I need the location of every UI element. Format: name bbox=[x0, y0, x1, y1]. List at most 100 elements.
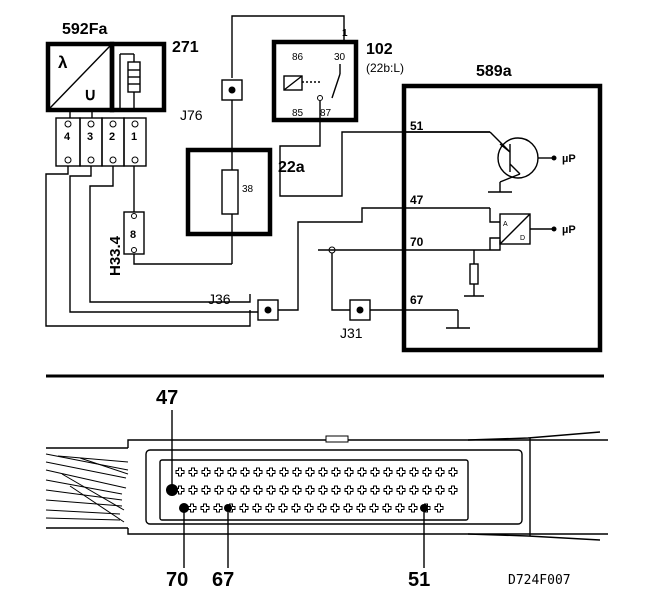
pin-cavity bbox=[188, 467, 198, 477]
pin-cavity bbox=[227, 485, 237, 495]
pin-cavity bbox=[292, 467, 302, 477]
pin-cavity bbox=[448, 467, 458, 477]
fuse-icon bbox=[221, 169, 239, 215]
pin-cavity bbox=[266, 485, 276, 495]
pin-cavity bbox=[318, 485, 328, 495]
pin-cavity bbox=[317, 503, 327, 513]
pin-cavity bbox=[344, 467, 354, 477]
pin-cavity bbox=[369, 503, 379, 513]
pin-cavity bbox=[175, 485, 185, 495]
pin-cavity bbox=[292, 485, 302, 495]
pin-cavity bbox=[305, 467, 315, 477]
pin-cavity bbox=[253, 485, 263, 495]
callout-47: 47 bbox=[156, 387, 178, 409]
pin-cavity bbox=[175, 467, 185, 477]
ecu-pin-51: 51 bbox=[410, 119, 424, 133]
relay-pin-30: 30 bbox=[334, 52, 346, 63]
pin-cavity bbox=[240, 467, 250, 477]
pin-cavity bbox=[279, 485, 289, 495]
pin-cavity bbox=[278, 503, 288, 513]
connector-pin-3: 3 bbox=[87, 131, 93, 143]
ecu-pin-47: 47 bbox=[410, 193, 424, 207]
pin-67-marker bbox=[224, 504, 232, 512]
relay-pin-85: 85 bbox=[292, 108, 304, 119]
relay-top-pin: 1 bbox=[342, 28, 348, 39]
transistor-icon bbox=[404, 131, 557, 193]
pin-cavity bbox=[266, 467, 276, 477]
pin-cavity bbox=[265, 503, 275, 513]
fuse-box bbox=[185, 147, 273, 237]
pin-cavity bbox=[435, 485, 445, 495]
pin-cavity bbox=[331, 485, 341, 495]
pin-cavity bbox=[344, 485, 354, 495]
pin-cavity bbox=[396, 485, 406, 495]
pin-cavity bbox=[201, 467, 211, 477]
pin-51-marker bbox=[420, 504, 428, 512]
sensor-id: 592Fa bbox=[62, 21, 107, 38]
pin-cavity bbox=[357, 467, 367, 477]
heater-id: 271 bbox=[172, 39, 199, 56]
relay-pin-87: 87 bbox=[320, 108, 332, 119]
pin-cavity bbox=[383, 467, 393, 477]
pin-cavity bbox=[253, 467, 263, 477]
ecu-pin-67: 67 bbox=[410, 293, 424, 307]
fuse-box-id: 22a bbox=[278, 159, 305, 176]
pin-cavity bbox=[331, 467, 341, 477]
pin-cavity bbox=[213, 503, 223, 513]
sensor-connector: 4 3 2 3 1 bbox=[55, 117, 147, 167]
pin-cavity bbox=[318, 467, 328, 477]
ecu-output-1: µP bbox=[562, 153, 576, 165]
pin-cavity bbox=[396, 467, 406, 477]
lambda-sensor-diagonal bbox=[49, 45, 111, 109]
pin-cavity bbox=[370, 485, 380, 495]
h33-label: H33.4 bbox=[107, 235, 124, 276]
ecu-pin-70: 70 bbox=[410, 235, 424, 249]
pin-70-marker bbox=[179, 503, 189, 513]
callout-70: 70 bbox=[166, 569, 188, 591]
pin-47-marker bbox=[166, 484, 178, 496]
ecu-id: 589a bbox=[476, 63, 512, 80]
pin-cavity bbox=[239, 503, 249, 513]
ecu-output-2: µP bbox=[562, 224, 576, 236]
j31-label: J31 bbox=[340, 325, 363, 341]
relay-box bbox=[271, 39, 359, 123]
pin-cavity bbox=[395, 503, 405, 513]
pin-cavity bbox=[305, 485, 315, 495]
connector-pin-2: 2 bbox=[109, 131, 115, 143]
pin-cavity bbox=[252, 503, 262, 513]
heater-box bbox=[109, 41, 167, 113]
connector-pin-4: 4 bbox=[64, 131, 71, 143]
pin-cavity bbox=[187, 503, 197, 513]
resistor-icon bbox=[464, 250, 484, 297]
pin-cavity bbox=[409, 467, 419, 477]
callout-51: 51 bbox=[408, 569, 430, 591]
h33-pin: 8 bbox=[130, 229, 136, 241]
pin-cavity bbox=[304, 503, 314, 513]
pin-cavity bbox=[408, 503, 418, 513]
lambda-symbol: λ bbox=[58, 53, 68, 72]
relay-switch-icon bbox=[317, 64, 341, 112]
pin-cavity bbox=[343, 503, 353, 513]
callout-67: 67 bbox=[212, 569, 234, 591]
figure-code: D724F007 bbox=[508, 573, 571, 588]
pin-cavity bbox=[330, 503, 340, 513]
pin-cavity bbox=[188, 485, 198, 495]
pin-cavity bbox=[240, 485, 250, 495]
pin-cavity bbox=[370, 467, 380, 477]
pin-cavity bbox=[422, 467, 432, 477]
pin-cavity bbox=[214, 485, 224, 495]
j36-label: J36 bbox=[208, 291, 231, 307]
pin-cavity bbox=[214, 467, 224, 477]
connector-pin-grid bbox=[175, 467, 458, 513]
pin-cavity bbox=[291, 503, 301, 513]
relay-sub-label: (22b:L) bbox=[366, 61, 404, 75]
pin-cavity bbox=[227, 467, 237, 477]
sensor-bottom-symbol: ∪ bbox=[84, 85, 96, 104]
svg-text:A: A bbox=[503, 221, 508, 228]
pin-cavity bbox=[448, 485, 458, 495]
j76-label: J76 bbox=[180, 107, 203, 123]
pin-cavity bbox=[435, 467, 445, 477]
ecu-box bbox=[401, 83, 603, 353]
